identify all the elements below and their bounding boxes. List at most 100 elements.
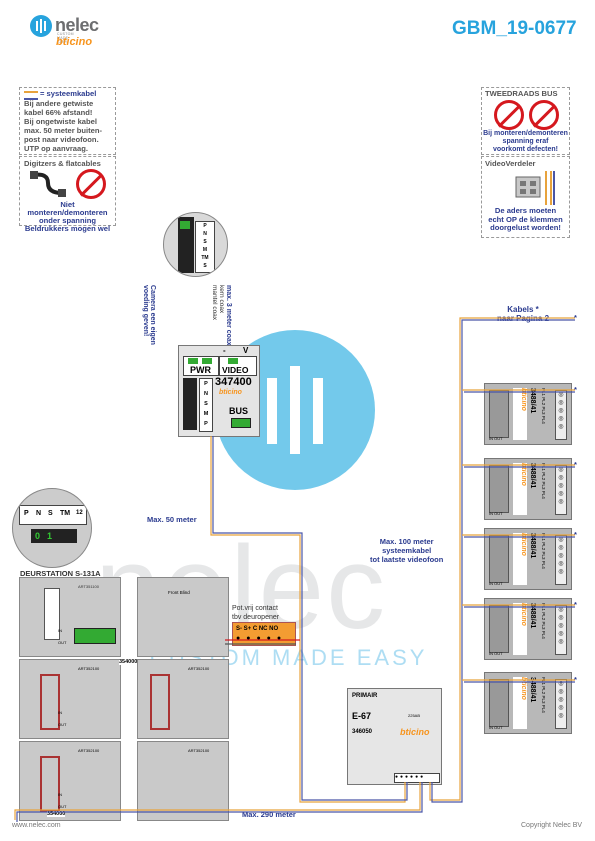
module-pinheader — [183, 378, 197, 430]
systeemkabel-heading: = systeemkabel — [40, 89, 97, 98]
star-6: * — [574, 675, 577, 684]
vdf-terminal: ◎◎◎◎◎ — [555, 390, 567, 440]
info-box-digitzers: Digitzers & flatcables Niet monteren/dem… — [19, 156, 116, 233]
module-code: 347400 — [215, 376, 252, 388]
deurstation-label: DEURSTATION S-131A — [20, 569, 101, 578]
digitzers-text: Niet monteren/demonteren onder spanning … — [24, 200, 111, 233]
vdf-brand: bticino — [513, 388, 527, 440]
star-2: * — [574, 385, 577, 394]
connector-led — [180, 221, 190, 229]
door-module-low-right: ART352100 — [137, 741, 229, 821]
door-green-terminal — [74, 628, 116, 644]
tweedraads-text: Bij monteren/demonteren spanning eraf vo… — [483, 130, 568, 153]
vdf-connector — [489, 465, 509, 513]
bus-terminal — [231, 418, 251, 428]
cable-legend-icon — [24, 91, 38, 100]
vdf-model: 3488/41 — [529, 677, 536, 703]
kabels-label: Kabels * naar Pagina 2 — [497, 305, 550, 323]
door-module-mid-right: ART352100 — [137, 659, 229, 739]
vdf-terminal: ◎◎◎◎◎ — [555, 679, 567, 729]
max50-label: Max. 50 meter — [147, 515, 197, 524]
flatcable-icon — [30, 171, 66, 197]
tweedraads-heading: TWEEDRAADS BUS — [485, 89, 558, 98]
vdf-io: IN OUT — [489, 651, 503, 656]
relay-terminal: S- S+ C NC NO ●●●●● — [232, 622, 296, 646]
door-module-mid-left: ART352100 IN OUT — [19, 659, 121, 739]
videoverdeler-heading: VideoVerdeler — [485, 159, 536, 168]
vdf-model: 3488/41 — [529, 463, 536, 489]
footer-url: www.nelec.com — [12, 822, 61, 829]
info-box-systeemkabel: = systeemkabel Bij andere getwiste kabel… — [19, 87, 116, 155]
video-terminal: VIDEO — [219, 356, 257, 376]
max100-label: Max. 100 meter systeemkabel tot laatste … — [370, 537, 444, 564]
star-4: * — [574, 530, 577, 539]
connector-pins — [178, 217, 194, 273]
vdf-terminal: ◎◎◎◎◎ — [555, 535, 567, 585]
vdf-io: IN OUT — [489, 436, 503, 441]
door-module-low-left: ART352100 IN OUT — [19, 741, 121, 821]
module-bus: BUS — [229, 406, 249, 416]
cable-label-1: 354000 — [119, 659, 138, 665]
vdf-brand: bticino — [513, 463, 527, 515]
vdf-terminal: ◎◎◎◎◎ — [555, 605, 567, 655]
potvrij-label: Pot.vrij contact tbv deuropener — [232, 605, 280, 621]
psu-e67: PRIMAIR E-67 225AB 346050 bticino ●●●●●● — [347, 688, 442, 785]
max290-label: Max. 290 meter — [242, 810, 296, 819]
vdf-brand: bticino — [513, 677, 527, 729]
cable-label-2: 354000 — [47, 811, 66, 817]
dip-values: 0 1 — [31, 529, 77, 543]
info-box-videoverdeler: VideoVerdeler De aders moeten echt OP de… — [481, 156, 570, 238]
module-brand: bticino — [219, 389, 242, 396]
brand-tagline: CUSTOM MADE EASY — [57, 32, 74, 44]
vdf-brand: bticino — [513, 533, 527, 585]
brand-sub: bticino — [56, 36, 93, 48]
vdf-terms: PL1 PL2 PL3 PL4 — [541, 533, 546, 569]
vdf-io: IN OUT — [489, 581, 503, 586]
dip-switch-block: P N S TM 12 — [19, 505, 87, 525]
video-v: V — [243, 346, 249, 355]
vdf-connector — [489, 535, 509, 583]
camera-power-label: Camera een eigen voeding geven! — [142, 285, 156, 345]
vdf-model: 3488/41 — [529, 533, 536, 559]
document-title: GBM_19-0677 — [452, 18, 577, 39]
brand-logo-icon — [30, 15, 52, 37]
door-station: ART351100 IN OUT Front Blind ART352100 I… — [19, 577, 229, 821]
door-module-front-blind: Front Blind — [137, 577, 229, 657]
info-box-tweedraads: TWEEDRAADS BUS Bij monteren/demonteren s… — [481, 87, 570, 155]
vdf-io: IN OUT — [489, 725, 503, 730]
videoverdeler-text: De aders moeten echt OP de klemmen doorg… — [488, 206, 563, 232]
pwr-terminal: PWR — [183, 356, 219, 376]
vdf-terms: PL1 PL2 PL3 PL4 — [541, 463, 546, 499]
vdf-model: 3488/41 — [529, 388, 536, 414]
vdf-io: IN OUT — [489, 511, 503, 516]
systeemkabel-text: Bij andere getwiste kabel 66% afstand! B… — [24, 99, 103, 153]
no-voltage-icon — [529, 100, 559, 130]
vdf-terms: PL1 PL2 PL3 PL4 — [541, 388, 546, 424]
vdf-terms: PL1 PL2 PL3 PL4 — [541, 603, 546, 639]
door-module-top-left: ART351100 IN OUT — [19, 577, 121, 657]
vdf-connector — [489, 605, 509, 653]
dip-zoom: P N S TM 12 0 1 — [12, 488, 92, 568]
no-voltage-icon — [76, 169, 106, 199]
digitzers-heading: Digitzers & flatcables — [24, 159, 101, 168]
vdf-connector — [489, 390, 509, 438]
star-1: * — [574, 313, 577, 322]
coax-label: max. 3 meter coax kern coax mantel coax — [211, 285, 232, 346]
vdf-terminal: ◎◎◎◎◎ — [555, 465, 567, 515]
brand-name: nelec — [55, 15, 99, 35]
vdf-connector — [489, 679, 509, 727]
vdf-model: 3488/41 — [529, 603, 536, 629]
vdf-terms: PL1 PL2 PL3 PL4 — [541, 677, 546, 713]
vdf-brand: bticino — [513, 603, 527, 655]
star-3: * — [574, 460, 577, 469]
terminal-block-icon — [515, 171, 555, 205]
door-dip-icon — [44, 588, 60, 640]
